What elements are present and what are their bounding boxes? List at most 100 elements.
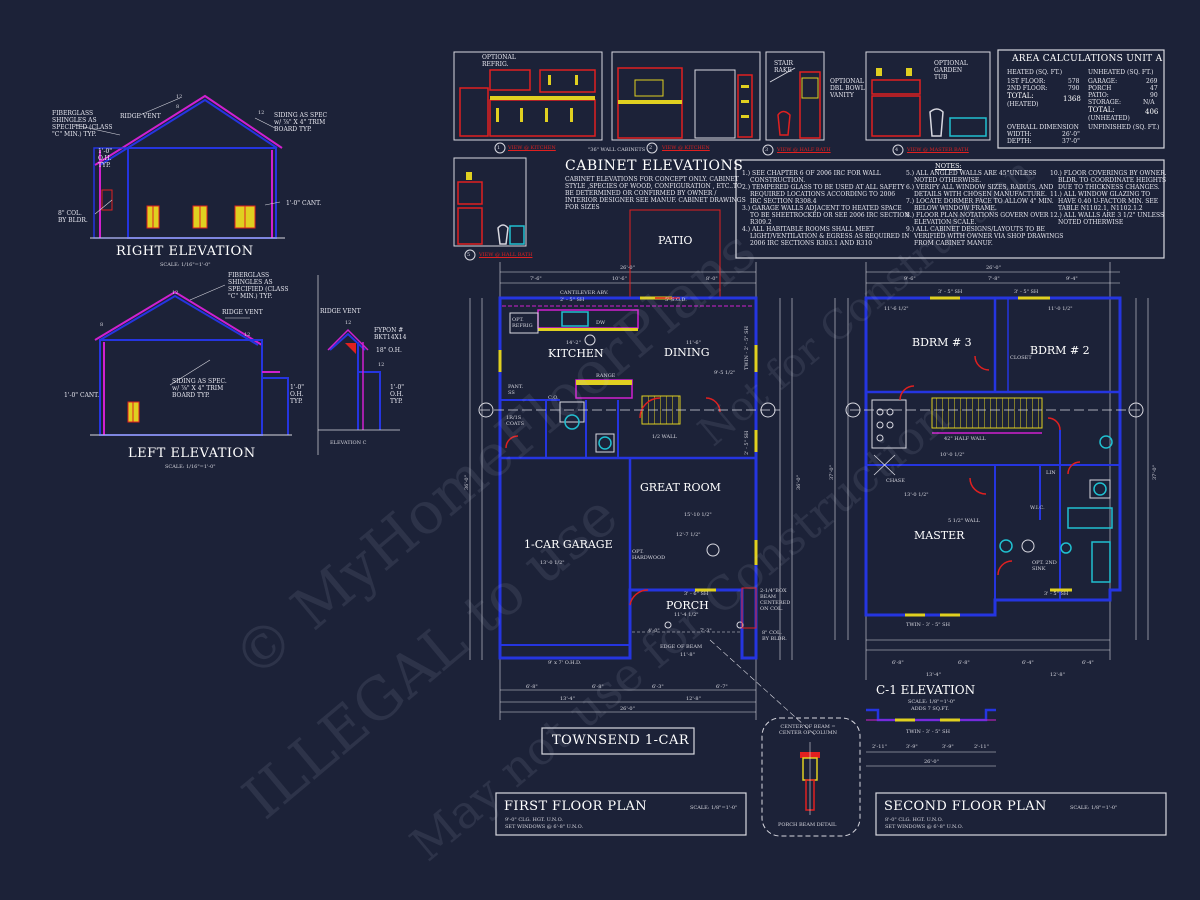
ff-pantry: PANT.SS — [508, 384, 524, 396]
cabinet-wall36-note: "36" WALL CABINETS — [588, 147, 646, 153]
right-cant-note: 1'-0" CANT. — [286, 200, 322, 207]
left-cant-note: 1'-0" CANT. — [64, 392, 100, 399]
ff-half-wall: 1/2 WALL — [652, 434, 677, 440]
beam-detail-title: PORCH BEAM DETAIL — [778, 822, 837, 828]
sf-dim-b3: 6'-4" — [1022, 660, 1034, 666]
ff-twin-window: TWIN - 2' - 5" SH — [744, 326, 750, 370]
sf-dim-b1: 6'-8" — [892, 660, 904, 666]
elevation-c-drawing — [317, 275, 400, 455]
area-second-floor-label: 2ND FLOOR: — [1007, 85, 1048, 92]
area-unheated-header: UNHEATED (SQ. FT.) — [1088, 69, 1154, 76]
right-ridge-vent: RIDGE VENT — [120, 113, 161, 120]
ff-window-right: 2' - 5" SH — [744, 430, 750, 455]
first-floor-title: FIRST FLOOR PLAN — [504, 799, 648, 814]
first-floor-ceiling: 9'-0" CLG. HGT. U.N.O. — [505, 817, 563, 823]
c1-twin: TWIN - 3' - 5" SH — [906, 729, 950, 735]
area-total-unheated-label: TOTAL: — [1088, 106, 1115, 114]
area-width-value: 26'-0" — [1062, 131, 1080, 138]
sf-dim-b4: 6'-4" — [1082, 660, 1094, 666]
frame-boxes — [495, 49, 1167, 836]
ff-dim-b1: 6'-8" — [526, 684, 538, 690]
sf-dim-c2: 12'-8" — [1050, 672, 1065, 678]
c1-scale: SCALE: 1/8"=1'-0" — [908, 699, 956, 705]
ff-sgd: 5' S.G.D. — [665, 297, 687, 303]
right-pitch-2: 8 — [176, 104, 180, 110]
first-floor-drawing — [469, 209, 816, 736]
c1-adds: ADDS 7 SQ.FT. — [911, 706, 949, 712]
sf-dim-top: 26'-0" — [986, 265, 1001, 271]
left-elevation-title: LEFT ELEVATION — [128, 446, 256, 461]
c1-dim-3: 3'-9" — [942, 744, 954, 750]
c1-dim-total: 26'-0" — [924, 759, 939, 765]
ff-dim-b4: 6'-7" — [716, 684, 728, 690]
left-overhang-note: 1'-0"O.H.TYP. — [290, 384, 305, 405]
c1-dim-4: 2'-11" — [974, 744, 989, 750]
ff-dim-c2: 12'-8" — [686, 696, 701, 702]
sf-dim-master: 13'-0 1/2" — [904, 492, 929, 498]
c1-dim-2: 3'-9" — [906, 744, 918, 750]
area-garage-label: GARAGE: — [1088, 78, 1118, 85]
ff-dim-bottom: 26'-0" — [620, 706, 635, 712]
elevation-c-oh: 18" O.H. — [376, 347, 402, 354]
sf-dim-left: 37'-0" — [829, 465, 835, 480]
second-floor-windows: SET WINDOWS @ 6'-8" U.N.O. — [885, 824, 964, 830]
right-elevation-scale: SCALE: 1/16"=1'-0" — [160, 262, 211, 268]
ff-dim-b3: 6'-3" — [652, 684, 664, 690]
right-overhang-note: 1'-0"O.H.TYP. — [98, 148, 113, 169]
sf-dim-c1: 13'-4" — [926, 672, 941, 678]
ff-dw: DW — [596, 320, 606, 326]
townsend-title: TOWNSEND 1-CAR — [552, 733, 690, 748]
sf-twin-window: TWIN - 3' - 5" SH — [906, 622, 950, 628]
cabinet-elevations-title: CABINET ELEVATIONS — [565, 158, 744, 174]
elevation-c-ridge: RIDGE VENT — [320, 308, 361, 315]
sf-dim-t3: 9'-4" — [1066, 276, 1078, 282]
notes-title: NOTES: — [935, 162, 962, 170]
area-total-heated-label: TOTAL: — [1007, 92, 1034, 100]
area-garage-value: 269 — [1146, 78, 1158, 85]
notes-column-3: 10.) FLOOR COVERINGS BY OWNER.BLDR. TO C… — [1050, 170, 1167, 226]
ff-dim-garage: 13'-0 1/2" — [540, 560, 565, 566]
ff-dim-t1: 7'-6" — [530, 276, 542, 282]
sf-dim-bdrm2: 11'-0 1/2" — [1048, 306, 1073, 312]
area-first-floor-label: 1ST FLOOR: — [1007, 78, 1046, 85]
ff-range: RANGE — [596, 373, 616, 379]
sf-window-1: 3' - 5" SH — [938, 289, 963, 295]
sf-window-2: 3' - 5" SH — [1014, 289, 1039, 295]
ff-dim-b2: 6'-8" — [592, 684, 604, 690]
sf-linen: LIN — [1046, 470, 1056, 476]
cabinet-views-drawing — [453, 51, 991, 261]
c1-title: C-1 ELEVATION — [876, 683, 976, 697]
area-unfinished-label: UNFINISHED (SQ. FT.) — [1088, 124, 1160, 131]
cabinet-view-5-num: 5 — [467, 252, 471, 258]
ff-dim-dining: 11'-6" — [686, 340, 701, 346]
sf-dim-right: 37'-0" — [1152, 465, 1158, 480]
ff-dim-porch-1: 4'-0" — [648, 628, 660, 634]
area-second-floor-value: 790 — [1068, 85, 1080, 92]
ff-dim-c1: 13'-4" — [560, 696, 575, 702]
room-patio: PATIO — [658, 234, 693, 247]
area-overall-label: OVERALL DIMENSION — [1007, 124, 1079, 131]
area-heated-header: HEATED (SQ. FT.) — [1007, 69, 1063, 76]
beam-detail-note: CENTER OF BEAM =CENTER OF COLUMN — [779, 724, 838, 736]
ff-dim-great-w: 12'-7 1/2" — [676, 532, 701, 538]
area-patio-value: 90 — [1150, 92, 1158, 99]
elevation-c-pitch-1: 12 — [345, 320, 352, 326]
room-great: GREAT ROOM — [640, 481, 721, 494]
sf-dim-b2: 6'-8" — [958, 660, 970, 666]
ff-overhead-door: 9' x 7' O.H.D. — [548, 660, 582, 666]
cabinet-view-3-num: 3 — [765, 147, 769, 153]
c1-dim-1: 2'-11" — [872, 744, 887, 750]
sf-wic: W.I.C. — [1030, 505, 1045, 511]
ff-dim-kitchen: 14'-2" — [566, 340, 581, 346]
ff-dim-t3: 8'-0" — [706, 276, 718, 282]
ff-column: 8" COL.BY BLDR. — [762, 630, 787, 642]
area-patio-label: PATIO: — [1088, 92, 1109, 99]
